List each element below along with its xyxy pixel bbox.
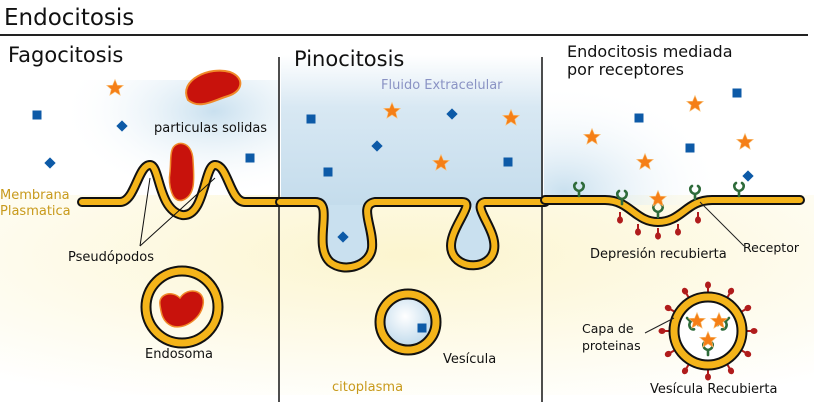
molecule-square-icon: [32, 110, 42, 120]
protein-coat-pointer: [644, 317, 675, 334]
label-endosome: Endosoma: [145, 347, 213, 362]
label-protein-coat-line1: Capa de: [582, 321, 634, 336]
extracellular-area-2: [281, 55, 543, 205]
label-receptor: Receptor: [743, 240, 800, 255]
label-solid-particles: particulas solidas: [154, 121, 267, 136]
molecule-square-icon: [245, 153, 255, 163]
label-membrane-line2: Plasmatica: [0, 204, 71, 219]
heading-receptor-line2: por receptores: [567, 60, 684, 79]
vesicle: [380, 294, 436, 350]
label-vesicle: Vesícula: [443, 352, 496, 367]
receptor-panel: Receptor Depresión recubierta: [540, 88, 805, 397]
molecule-diamond-icon: [742, 170, 754, 182]
coated-vesicle: [658, 281, 758, 381]
label-membrane-line1: Membrana: [0, 188, 70, 203]
molecule-square-icon: [732, 88, 742, 98]
label-coated-pit: Depresión recubierta: [590, 247, 727, 262]
molecule-square-icon: [685, 143, 695, 153]
pseudopod-pointer: [139, 177, 151, 247]
engulfed-particle-icon: [168, 142, 195, 202]
heading-fagocitosis: Fagocitosis: [8, 43, 123, 67]
pseudopod-pointer: [139, 177, 216, 247]
heading-pinocitosis: Pinocitosis: [294, 47, 404, 71]
molecule-square-icon: [323, 167, 333, 177]
pinocitosis-panel: Fluido Extracelular Vesícula citoplasma: [275, 78, 550, 395]
endosome-particle-icon: [159, 290, 204, 328]
label-coated-vesicle: Vesícula Recubierta: [650, 382, 777, 397]
solid-particle-icon: [185, 69, 242, 106]
fagocitosis-panel: particulas solidas Membrana Plasmatica P…: [0, 69, 285, 362]
label-protein-coat-line2: proteinas: [582, 338, 641, 353]
molecule-square-icon: [634, 113, 644, 123]
molecule-square-icon: [306, 114, 316, 124]
receptor-pointer: [699, 201, 745, 247]
page-title: Endocitosis: [4, 5, 134, 31]
molecule-square-icon: [503, 157, 513, 167]
heading-receptor-line1: Endocitosis mediada: [567, 42, 733, 61]
molecule-diamond-icon: [44, 157, 56, 169]
label-extracellular-fluid: Fluido Extracelular: [381, 78, 503, 93]
extracellular-area-3: [544, 70, 744, 205]
label-pseudopods: Pseudópodos: [68, 250, 154, 265]
molecule-square-icon: [417, 323, 427, 333]
label-cytoplasm: citoplasma: [332, 380, 403, 395]
